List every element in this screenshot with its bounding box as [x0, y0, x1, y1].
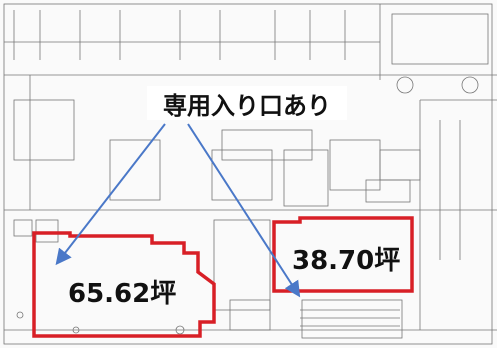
area-boundary-right	[272, 216, 414, 293]
area-label-left: 65.62坪	[68, 279, 177, 309]
entrance-callout: 専用入り口あり	[147, 86, 347, 120]
area-label-right: 38.70坪	[292, 246, 401, 276]
entrance-arrow-right	[187, 123, 301, 298]
entrance-arrow-left	[55, 123, 166, 266]
structural-lines	[3, 3, 497, 345]
area-boundary-left	[32, 231, 216, 338]
